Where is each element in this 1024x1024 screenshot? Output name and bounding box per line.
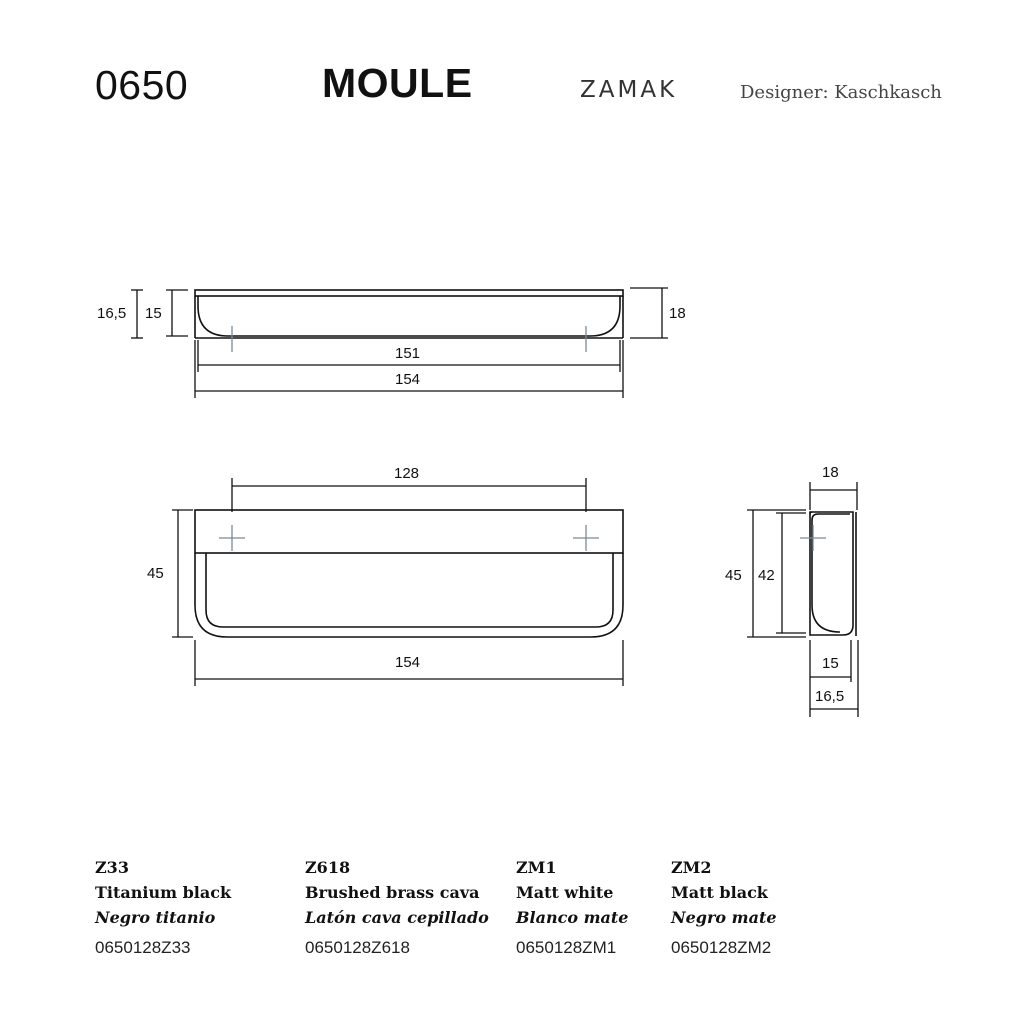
top-view-crosshairs (231, 326, 587, 352)
product-name: MOULE (322, 60, 473, 106)
dim-side-bottom-inner: 15 (822, 655, 839, 672)
dim-top-outer-width: 154 (395, 371, 420, 388)
dim-top-inner-width: 151 (395, 345, 420, 362)
finish-code: ZM1 (516, 858, 557, 877)
dim-top-left-inner: 15 (145, 305, 162, 322)
front-view-crosshairs (219, 525, 599, 551)
top-view (194, 289, 624, 339)
finish-name-en: Matt black (671, 883, 768, 902)
product-code: 0650 (95, 62, 189, 108)
dim-side-outer-height: 45 (725, 567, 742, 584)
finish-name-es: Blanco mate (516, 908, 629, 927)
finish-z33: Z33 Titanium black Negro titanio 0650128… (95, 855, 231, 958)
finish-z618: Z618 Brushed brass cava Latón cava cepil… (305, 855, 489, 958)
finish-code: ZM2 (671, 858, 712, 877)
finish-name-es: Latón cava cepillado (305, 908, 489, 927)
finish-ref: 0650128Z33 (95, 938, 191, 957)
finish-zm1: ZM1 Matt white Blanco mate 0650128ZM1 (516, 855, 628, 958)
front-view (194, 509, 624, 638)
finish-zm2: ZM2 Matt black Negro mate 0650128ZM2 (671, 855, 777, 958)
finish-code: Z618 (305, 858, 351, 877)
finish-ref: 0650128ZM1 (516, 938, 617, 957)
side-view-crosshair (800, 525, 826, 551)
finish-code: Z33 (95, 858, 129, 877)
finish-name-en: Brushed brass cava (305, 883, 480, 902)
dim-top-right-height: 18 (669, 305, 686, 322)
finish-ref: 0650128ZM2 (671, 938, 772, 957)
dim-side-bottom-outer: 16,5 (815, 688, 844, 705)
finish-name-en: Titanium black (95, 883, 232, 902)
finish-name-en: Matt white (516, 883, 614, 902)
dim-side-depth: 18 (822, 464, 839, 481)
side-view (809, 511, 857, 636)
finish-name-es: Negro titanio (95, 908, 216, 927)
designer-label: Designer: Kaschkasch (740, 82, 942, 103)
dim-top-left-outer: 16,5 (97, 305, 126, 322)
dim-front-width: 154 (395, 654, 420, 671)
dim-side-inner-height: 42 (758, 567, 775, 584)
dim-front-hole-spacing: 128 (394, 465, 419, 482)
finish-name-es: Negro mate (671, 908, 777, 927)
dim-front-height: 45 (147, 565, 164, 582)
finish-ref: 0650128Z618 (305, 938, 410, 957)
material-label: ZAMAK (580, 77, 678, 103)
